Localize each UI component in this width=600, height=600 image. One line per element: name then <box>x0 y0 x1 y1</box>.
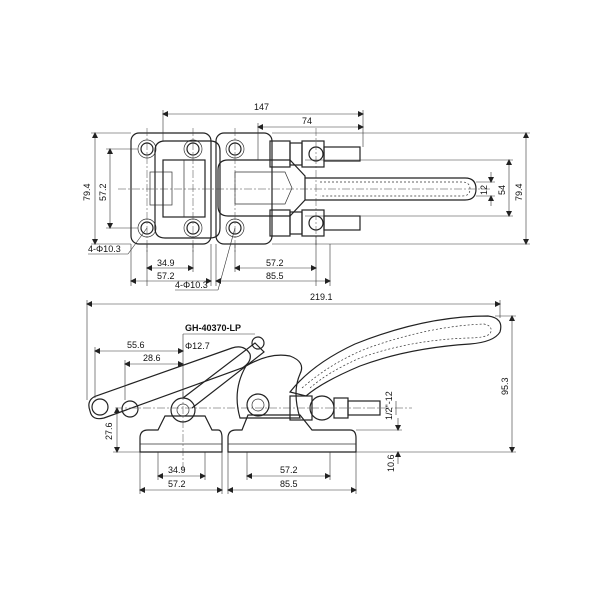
mount-hole-icon <box>137 139 245 238</box>
right-base-plate <box>215 132 273 245</box>
main-handle <box>288 315 502 397</box>
dim-side-10-6: 10.6 <box>386 454 396 472</box>
dim-side-55-6: 55.6 <box>127 340 145 350</box>
hole-callout-left: 4-Φ10.3 <box>88 244 121 254</box>
dim-top-57-2-b: 57.2 <box>266 258 284 268</box>
dim-side-57-2-a: 57.2 <box>168 479 186 489</box>
dim-top-79-4-left: 79.4 <box>82 183 92 201</box>
dim-top-85-5: 85.5 <box>266 271 284 281</box>
dim-side-85-5: 85.5 <box>280 479 298 489</box>
dim-side-57-2-b: 57.2 <box>280 465 298 475</box>
dim-top-74: 74 <box>302 116 312 126</box>
dim-top-34-9: 34.9 <box>157 258 175 268</box>
latch-hook <box>217 159 306 217</box>
dim-top-12: 12 <box>479 185 489 195</box>
linkage-bar <box>182 342 265 409</box>
hook-body <box>236 354 303 419</box>
side-right-base <box>227 414 357 453</box>
clamp-frame <box>154 140 221 239</box>
top-view: 147 74 79.4 57.2 12 54 79.4 4-Φ10.3 <box>82 102 530 291</box>
bolt-upper <box>269 140 361 168</box>
side-left-base <box>139 415 223 453</box>
dim-top-54: 54 <box>497 185 507 195</box>
hole-callout-bottom: 4-Φ10.3 <box>175 280 208 290</box>
dim-side-thread: 1/2"-12 <box>384 391 394 420</box>
side-view: GH-40370-LP 219.1 55.6 28.6 Φ12.7 27.6 1… <box>86 292 516 494</box>
dim-side-28-6: 28.6 <box>143 353 161 363</box>
dim-side-34-9: 34.9 <box>168 465 186 475</box>
left-base-plate <box>130 132 212 245</box>
dim-top-57-2-vertical: 57.2 <box>98 183 108 201</box>
bolt-lower <box>269 209 361 237</box>
model-label: GH-40370-LP <box>185 323 241 333</box>
lever-arm <box>88 346 251 420</box>
dim-top-79-4-right: 79.4 <box>514 183 524 201</box>
dim-top-147: 147 <box>254 102 269 112</box>
bolt-tip <box>347 400 381 416</box>
dim-side-27-6: 27.6 <box>104 422 114 440</box>
dim-top-57-2-a: 57.2 <box>157 271 175 281</box>
dim-side-95-3: 95.3 <box>500 377 510 395</box>
dim-side-pin-dia: Φ12.7 <box>185 341 210 351</box>
dim-side-219-1: 219.1 <box>310 292 333 302</box>
